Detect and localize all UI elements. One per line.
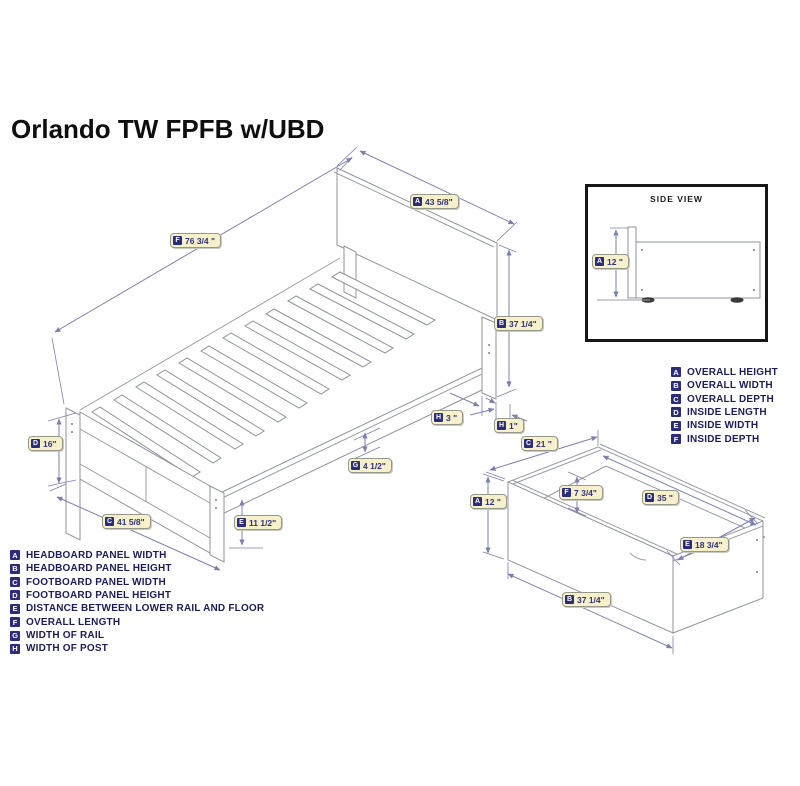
dim-letter-badge: B <box>565 595 574 604</box>
dim-label-overall-length: F 76 3/4 " <box>170 233 222 248</box>
side-view-panel: SIDE VIEW <box>585 184 768 342</box>
dim-letter-badge: G <box>351 461 360 470</box>
legend-letter-badge: E <box>671 420 681 431</box>
legend-letter-badge: A <box>671 367 681 378</box>
dim-label-post-width: H 3 " <box>431 410 464 425</box>
dim-letter-badge: A <box>595 257 604 266</box>
dim-letter-badge: F <box>562 488 571 497</box>
dim-letter-badge: A <box>473 497 482 506</box>
dim-label-drawer-height: A 12 " <box>470 494 507 509</box>
dim-label-headboard-height: B 37 1/4" <box>494 316 543 331</box>
page-title: Orlando TW FPFB w/UBD <box>11 114 325 144</box>
legend-letter-badge: B <box>10 563 20 574</box>
dim-label-headboard-width: A 43 5/8" <box>410 194 459 209</box>
dim-letter-badge: E <box>237 518 246 527</box>
dim-letter-badge: H <box>497 421 506 430</box>
dim-letter-badge: F <box>173 236 182 245</box>
dim-letter-badge: E <box>683 540 692 549</box>
legend-letter-badge: F <box>10 617 20 628</box>
dim-label-footboard-height: D 16" <box>28 436 63 451</box>
dim-label-sideview-height: A 12 " <box>592 254 629 269</box>
legend-letter-badge: C <box>671 394 681 405</box>
drawer-drawing <box>507 430 766 634</box>
legend-letter-badge: H <box>10 643 20 654</box>
dim-label-drawer-inside-length: D 35 " <box>642 490 679 505</box>
legend-letter-badge: F <box>671 434 681 445</box>
bed-drawing <box>65 167 498 563</box>
dim-label-drawer-depth: C 21 " <box>521 436 558 451</box>
dim-label-footboard-width: C 41 5/8" <box>102 514 151 529</box>
dim-label-drawer-inside-width: E 18 3/4" <box>680 537 729 552</box>
side-view-drawing <box>597 226 761 303</box>
dim-letter-badge: H <box>434 413 443 422</box>
legend-letter-badge: D <box>10 590 20 601</box>
dim-label-drawer-inside-depth: F 7 3/4" <box>559 485 603 500</box>
legend-letter-badge: C <box>10 577 20 588</box>
side-view-title: SIDE VIEW <box>650 194 703 204</box>
dim-letter-badge: B <box>497 319 506 328</box>
dim-label-post-width-2: H 1" <box>494 418 524 433</box>
dim-letter-badge: C <box>524 439 533 448</box>
legend-letter-badge: G <box>10 630 20 641</box>
legend-letter-badge: A <box>10 550 20 561</box>
legend-letter-badge: D <box>671 407 681 418</box>
dim-label-rail-width: G 4 1/2" <box>348 458 392 473</box>
dim-letter-badge: D <box>31 439 40 448</box>
dim-letter-badge: D <box>645 493 654 502</box>
bed-dimension-lines <box>47 146 528 571</box>
dim-letter-badge: C <box>105 517 114 526</box>
dim-label-rail-to-floor: E 11 1/2" <box>234 515 283 530</box>
legend-letter-badge: B <box>671 380 681 391</box>
legend-letter-badge: E <box>10 603 20 614</box>
dim-label-drawer-width: B 37 1/4" <box>562 592 611 607</box>
dim-letter-badge: A <box>413 197 422 206</box>
